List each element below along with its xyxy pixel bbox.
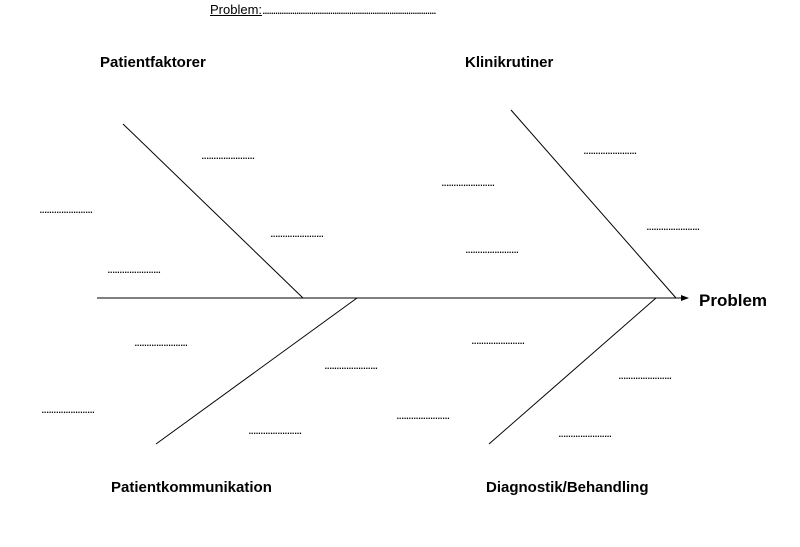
cause-blank: ...................... — [107, 261, 161, 276]
cause-blank: ...................... — [270, 225, 324, 240]
category-label-patientkommunikation: Patientkommunikation — [111, 479, 272, 496]
bone-bottom-right — [488, 297, 657, 445]
cause-blank: ...................... — [41, 401, 95, 416]
category-label-patientfaktorer: Patientfaktorer — [100, 54, 206, 71]
bone-bottom-left — [155, 297, 358, 445]
cause-blank: ...................... — [324, 357, 378, 372]
problem-header-label: Problem: — [210, 2, 263, 17]
cause-blank: ...................... — [396, 407, 450, 422]
cause-blank: ...................... — [618, 367, 672, 382]
effect-label: Problem — [699, 291, 767, 310]
problem-header-blank: ........................................… — [262, 2, 437, 17]
category-label-diagnostik-behandling: Diagnostik/Behandling — [486, 479, 649, 496]
cause-blank: ...................... — [201, 147, 255, 162]
cause-blank: ...................... — [134, 334, 188, 349]
cause-blank: ...................... — [646, 218, 700, 233]
bone-top-left — [122, 123, 304, 299]
cause-blank: ...................... — [441, 174, 495, 189]
cause-blank: ...................... — [465, 241, 519, 256]
category-label-klinikrutiner: Klinikrutiner — [465, 54, 554, 71]
cause-blank: ...................... — [471, 332, 525, 347]
problem-header: Problem:................................… — [210, 2, 437, 17]
cause-blank: ...................... — [39, 201, 93, 216]
cause-blank: ...................... — [583, 142, 637, 157]
cause-blank: ...................... — [558, 425, 612, 440]
cause-blank: ...................... — [248, 422, 302, 437]
bone-top-right — [510, 109, 677, 299]
